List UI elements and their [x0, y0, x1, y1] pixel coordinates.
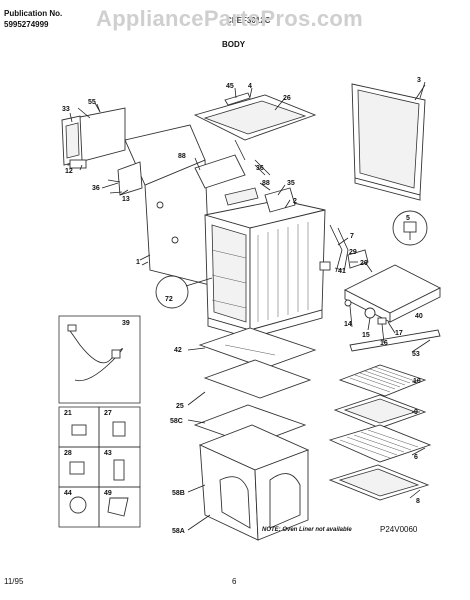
label-27: 27	[104, 410, 112, 417]
bottom-panel-42	[198, 327, 317, 369]
side-panel	[124, 124, 211, 286]
label-29: 29	[349, 249, 357, 256]
revision-date: 11/95	[4, 577, 24, 586]
label-5: 5	[406, 215, 410, 222]
kick-bar	[349, 329, 441, 352]
broiler-pan	[333, 394, 427, 429]
label-55: 55	[88, 99, 96, 106]
part-labels: 3 45 4 26 33 55 12 36 13 88 36 88 35 2 5…	[62, 77, 423, 535]
label-4: 4	[248, 83, 252, 90]
wiring-bracket	[107, 161, 143, 196]
label-43: 43	[104, 450, 112, 457]
label-72: 72	[165, 296, 173, 303]
part-72-inset	[155, 275, 213, 309]
label-12: 12	[65, 168, 73, 175]
label-9: 9	[414, 409, 418, 416]
label-36b: 36	[256, 165, 264, 172]
oven-rack	[328, 424, 432, 463]
label-14: 14	[344, 321, 352, 328]
label-21: 21	[64, 410, 72, 417]
label-8: 8	[416, 498, 420, 505]
bottom-panel-25	[203, 359, 312, 399]
leader-lines	[77, 81, 431, 531]
label-1: 1	[136, 259, 140, 266]
label-20: 20	[360, 260, 368, 267]
label-49: 49	[104, 490, 112, 497]
bottom-tray	[328, 464, 430, 501]
label-40: 40	[415, 313, 423, 320]
label-26: 26	[283, 95, 291, 102]
label-35: 35	[287, 180, 295, 187]
label-58c: 58C	[170, 418, 183, 425]
oven-cavity-frame	[204, 199, 326, 339]
broiler-rack	[338, 364, 427, 397]
label-36a: 36	[92, 185, 100, 192]
small-parts-grid	[58, 406, 141, 528]
label-88a: 88	[178, 153, 186, 160]
wire-harness-box	[58, 315, 141, 404]
top-cover	[193, 87, 317, 141]
label-17: 17	[395, 330, 403, 337]
label-53: 53	[412, 351, 420, 358]
label-13: 13	[122, 196, 130, 203]
back-panel	[351, 83, 426, 201]
label-15: 15	[362, 332, 370, 339]
label-39: 39	[122, 320, 130, 327]
hardware-parts	[344, 299, 387, 325]
diagram-code: P24V0060	[380, 525, 418, 534]
label-10: 10	[413, 378, 421, 385]
publication-label: Publication No.	[4, 9, 63, 18]
model-number: CFEF3012C	[226, 16, 271, 25]
broiler-drawer	[344, 261, 441, 323]
label-58b: 58B	[172, 490, 185, 497]
page-number: 6	[232, 577, 237, 586]
label-45: 45	[226, 83, 234, 90]
section-title: BODY	[222, 40, 246, 49]
upper-internal-parts	[194, 139, 296, 213]
label-7: 7	[350, 233, 354, 240]
label-33: 33	[62, 106, 70, 113]
liner-note: NOTE: Oven Liner not available	[262, 527, 352, 533]
label-58a: 58A	[172, 528, 185, 535]
part-5-inset	[392, 210, 428, 246]
hinge-assembly	[319, 224, 369, 273]
label-28: 28	[64, 450, 72, 457]
oven-liner-assembly	[193, 404, 310, 541]
label-3: 3	[417, 77, 421, 84]
label-25: 25	[176, 403, 184, 410]
watermark: AppliancePartsPros.com	[96, 6, 364, 31]
label-42: 42	[174, 347, 182, 354]
label-2: 2	[293, 198, 297, 205]
control-bracket	[61, 103, 126, 166]
label-41: 41	[338, 268, 346, 275]
publication-number: 5995274999	[4, 20, 49, 29]
label-6: 6	[414, 454, 418, 461]
label-44: 44	[64, 490, 72, 497]
part-12	[69, 159, 87, 169]
label-16: 16	[380, 340, 388, 347]
label-88b: 88	[262, 180, 270, 187]
